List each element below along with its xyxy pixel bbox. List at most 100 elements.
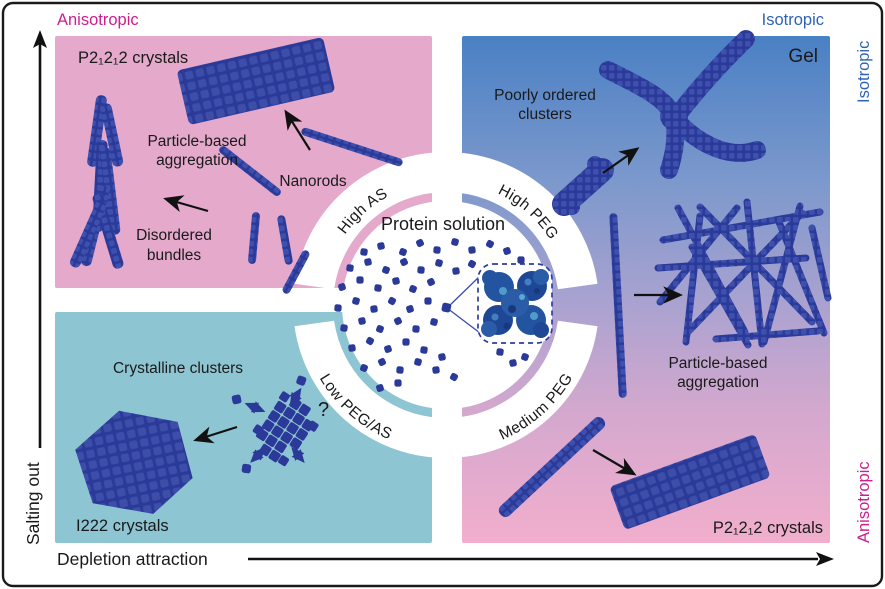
small-cluster-bump	[587, 156, 603, 172]
magnifier-callout	[441, 263, 553, 344]
band-low-peg-as	[294, 320, 443, 458]
gel-network-rod	[760, 202, 804, 346]
label-p21212-crystals-top: P2₁2₁2 crystals	[78, 49, 188, 67]
crystal-slab-top-left	[177, 37, 335, 125]
top-axis-anisotropic-label: Anisotropic	[57, 11, 139, 29]
label-particle-aggregation-tl-1: Particle-based	[147, 133, 246, 150]
thin-crystal-rod-br	[498, 416, 606, 518]
protein-dot	[376, 325, 384, 333]
label-disordered-bundles-2: bundles	[147, 247, 202, 264]
protein-dot	[409, 285, 417, 293]
disordered-bundle-rods	[69, 95, 124, 269]
gel-network-rod	[743, 198, 766, 348]
gel-rod-network	[654, 198, 832, 349]
label-question-mark: ?	[318, 399, 329, 421]
crystal-slab-bottom-right	[610, 435, 770, 529]
protein-dot	[449, 372, 459, 382]
band-high-as	[294, 152, 443, 290]
protein-dot	[370, 305, 378, 313]
protein-dot	[435, 259, 443, 267]
protein-dot	[356, 276, 364, 284]
protein-dot	[360, 248, 368, 256]
label-poorly-ordered-1: Poorly ordered	[494, 87, 596, 104]
label-i222-crystals: I222 crystals	[76, 517, 169, 535]
protein-dot	[392, 277, 400, 285]
gel-network-rod	[682, 212, 704, 346]
small-disordered-cluster	[552, 158, 614, 216]
protein-dot	[451, 238, 459, 246]
depletion-attraction-label: Depletion attraction	[57, 549, 208, 569]
band-high-peg	[449, 152, 598, 290]
protein-dot	[346, 264, 354, 272]
protein-dot	[517, 256, 525, 264]
protein-dot	[420, 346, 428, 354]
protein-dot	[521, 353, 529, 361]
protein-dot	[365, 336, 375, 346]
protein-dot	[399, 248, 407, 256]
protein-dot	[467, 259, 477, 269]
protein-dot	[402, 338, 410, 346]
protein-dot	[496, 348, 504, 356]
depletion-attraction-arrowhead	[816, 552, 834, 566]
gel-cluster-core	[660, 102, 688, 130]
protein-dot	[509, 359, 517, 367]
right-axis-isotropic-label: Isotropic	[855, 41, 873, 103]
protein-dot	[334, 304, 342, 312]
right-axis-anisotropic-label: Anisotropic	[855, 461, 873, 543]
i222-crystal	[75, 410, 193, 514]
protein-dot	[432, 366, 440, 374]
label-gel: Gel	[788, 46, 818, 67]
protein-dot	[348, 344, 356, 352]
arrow-nanorods-to-crystal	[284, 109, 311, 151]
protein-dot	[394, 379, 402, 387]
label-p21212-crystals-bottom: P2₁2₁2 crystals	[713, 519, 823, 537]
protein-dot	[352, 297, 360, 305]
protein-dot	[412, 325, 420, 333]
protein-solution-dots	[334, 238, 529, 392]
band-medium-peg	[449, 320, 598, 458]
protein-dot	[376, 384, 384, 392]
escaped-monomer-dots	[231, 375, 307, 474]
gel-network-rod	[775, 218, 828, 337]
arrow-cluster-to-i222	[193, 425, 238, 444]
arrow-cluster-to-gel	[602, 147, 640, 174]
protein-dot	[406, 305, 414, 313]
label-disordered-bundles-1: Disordered	[136, 227, 212, 244]
protein-dot	[415, 238, 425, 248]
protein-tetramer-illustration	[481, 269, 549, 338]
label-crystalline-clusters: Crystalline clusters	[113, 360, 243, 377]
protein-dot	[399, 257, 409, 267]
protein-dot	[382, 266, 390, 274]
gel-network-rod	[654, 254, 810, 272]
single-nanorod-right	[609, 213, 627, 398]
label-particle-aggregation-r-2: aggregation	[677, 374, 759, 391]
arrow-rod-to-crystal-br	[592, 449, 637, 476]
protein-dot	[377, 357, 387, 367]
protein-dot	[452, 267, 460, 275]
nanorod-shapes	[219, 127, 403, 294]
protein-dot	[438, 353, 446, 361]
panel-right-peg-gradient	[462, 36, 830, 543]
protein-dot	[338, 283, 346, 291]
protein-dot	[384, 345, 392, 353]
label-poorly-ordered-2: clusters	[518, 106, 572, 123]
arrow-to-bundles	[163, 195, 209, 213]
small-cluster-bump	[564, 199, 580, 215]
label-nanorods: Nanorods	[279, 173, 346, 190]
protein-dot	[393, 316, 403, 326]
gel-network-rod	[688, 243, 752, 349]
protein-dot	[387, 296, 397, 306]
protein-dot	[360, 364, 368, 372]
gel-network-rod	[674, 204, 749, 336]
protein-dot	[374, 284, 382, 292]
salting-out-arrowhead	[33, 30, 47, 48]
label-particle-aggregation-r-1: Particle-based	[668, 355, 767, 372]
protein-dot	[417, 266, 425, 274]
protein-dot	[433, 246, 441, 254]
protein-dot	[503, 247, 511, 255]
protein-dot	[485, 239, 495, 249]
protein-dot	[430, 318, 438, 326]
gel-network-rod	[808, 224, 832, 302]
